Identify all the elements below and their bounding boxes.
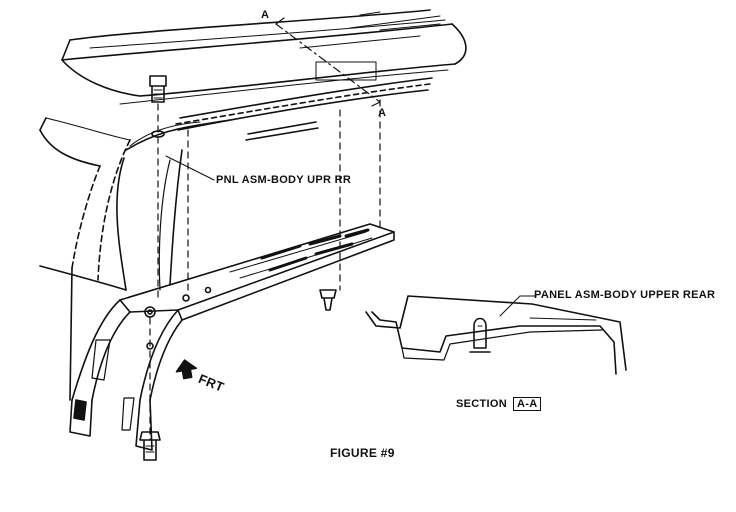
bottom-stud [139, 431, 161, 461]
side-body-panel [39, 117, 231, 401]
figure-caption: FIGURE #9 [330, 446, 395, 460]
section-aa-detail [365, 295, 627, 375]
section-mark-bottom: A [378, 107, 387, 119]
upper-panel-leader [165, 155, 215, 181]
section-id-box: A-A [513, 397, 542, 411]
rail-screw [319, 289, 337, 311]
section-caption: SECTION A-A [456, 397, 542, 411]
section-mark-top: A [261, 9, 270, 21]
section-panel-callout: PANEL ASM-BODY UPPER REAR [534, 289, 716, 301]
roof-outline [61, 9, 467, 131]
upper-molding [245, 121, 319, 141]
frt-arrow-icon [175, 359, 197, 380]
lower-rail-panel [119, 223, 395, 321]
upper-panel-callout: PNL ASM-BODY UPR RR [216, 174, 352, 186]
quarter-pillar [69, 299, 183, 451]
section-cut-line [275, 17, 381, 107]
section-word: SECTION [456, 398, 507, 410]
